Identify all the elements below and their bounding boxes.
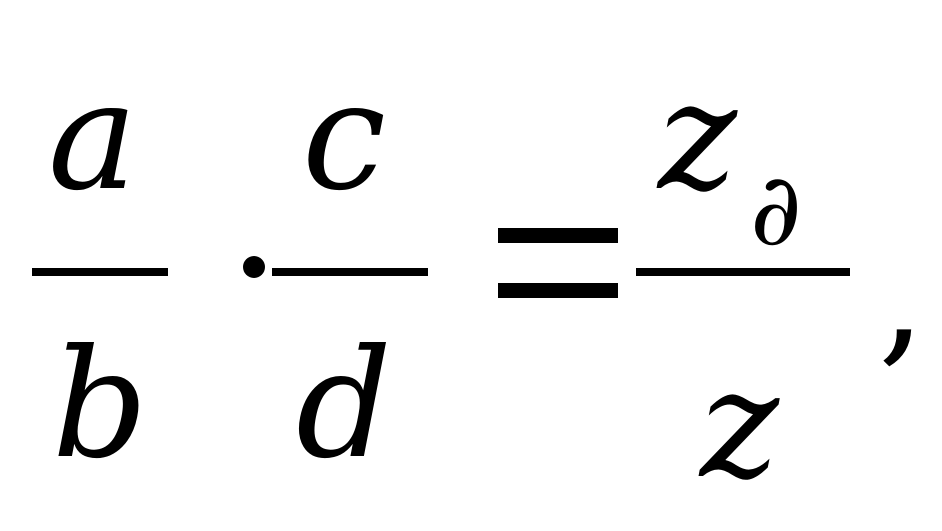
frac2-numerator: c bbox=[302, 50, 387, 224]
frac2-denominator: d bbox=[296, 318, 393, 492]
frac3-numerator-subscript: ∂ bbox=[750, 151, 802, 268]
frac3-numerator-base: z bbox=[658, 50, 738, 224]
frac2-bar bbox=[272, 268, 428, 276]
multiplication-dot bbox=[243, 256, 265, 278]
frac3-bar bbox=[636, 268, 850, 276]
equals-sign-bottom bbox=[498, 283, 618, 298]
trailing-comma: , bbox=[878, 208, 926, 382]
frac1-bar bbox=[32, 268, 168, 276]
equals-sign-top bbox=[498, 228, 618, 243]
frac1-denominator: b bbox=[52, 318, 149, 492]
frac3-denominator: z bbox=[700, 338, 780, 512]
frac1-numerator: a bbox=[48, 50, 138, 224]
